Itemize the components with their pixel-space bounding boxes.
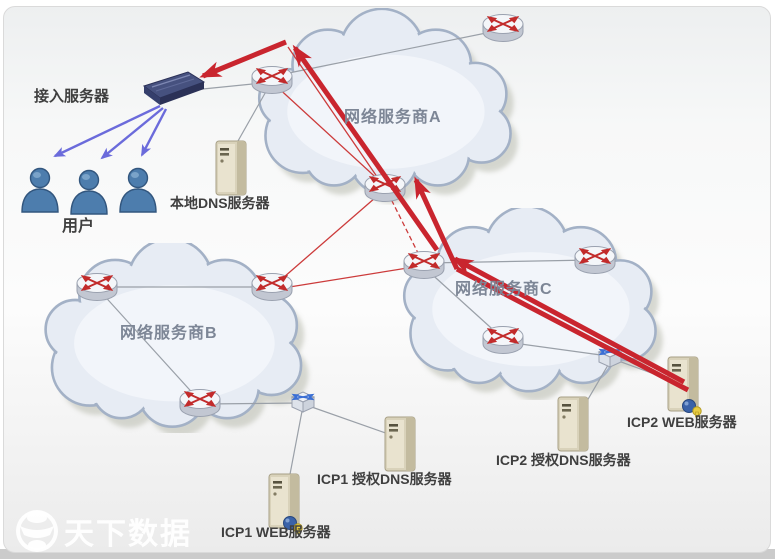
access-server-label: 接入服务器 [34,88,110,105]
users-label: 用户 [62,218,95,235]
bottom-strip [0,549,775,559]
cloud-c-label: 网络服务商C [455,281,553,298]
watermark-logo-icon [16,510,58,552]
icp2-web-label: ICP2 WEB服务器 [627,414,737,430]
cloud-a-label: 网络服务商A [344,109,442,126]
watermark: 天下数据 [14,508,192,554]
cloud-b-label: 网络服务商B [120,325,218,342]
watermark-text: 天下数据 [64,518,192,551]
icp1-dns-label: ICP1 授权DNS服务器 [317,471,452,487]
icp1-web-label: ICP1 WEB服务器 [221,524,331,540]
local-dns-label: 本地DNS服务器 [170,195,270,211]
icp2-dns-label: ICP2 授权DNS服务器 [496,452,631,468]
